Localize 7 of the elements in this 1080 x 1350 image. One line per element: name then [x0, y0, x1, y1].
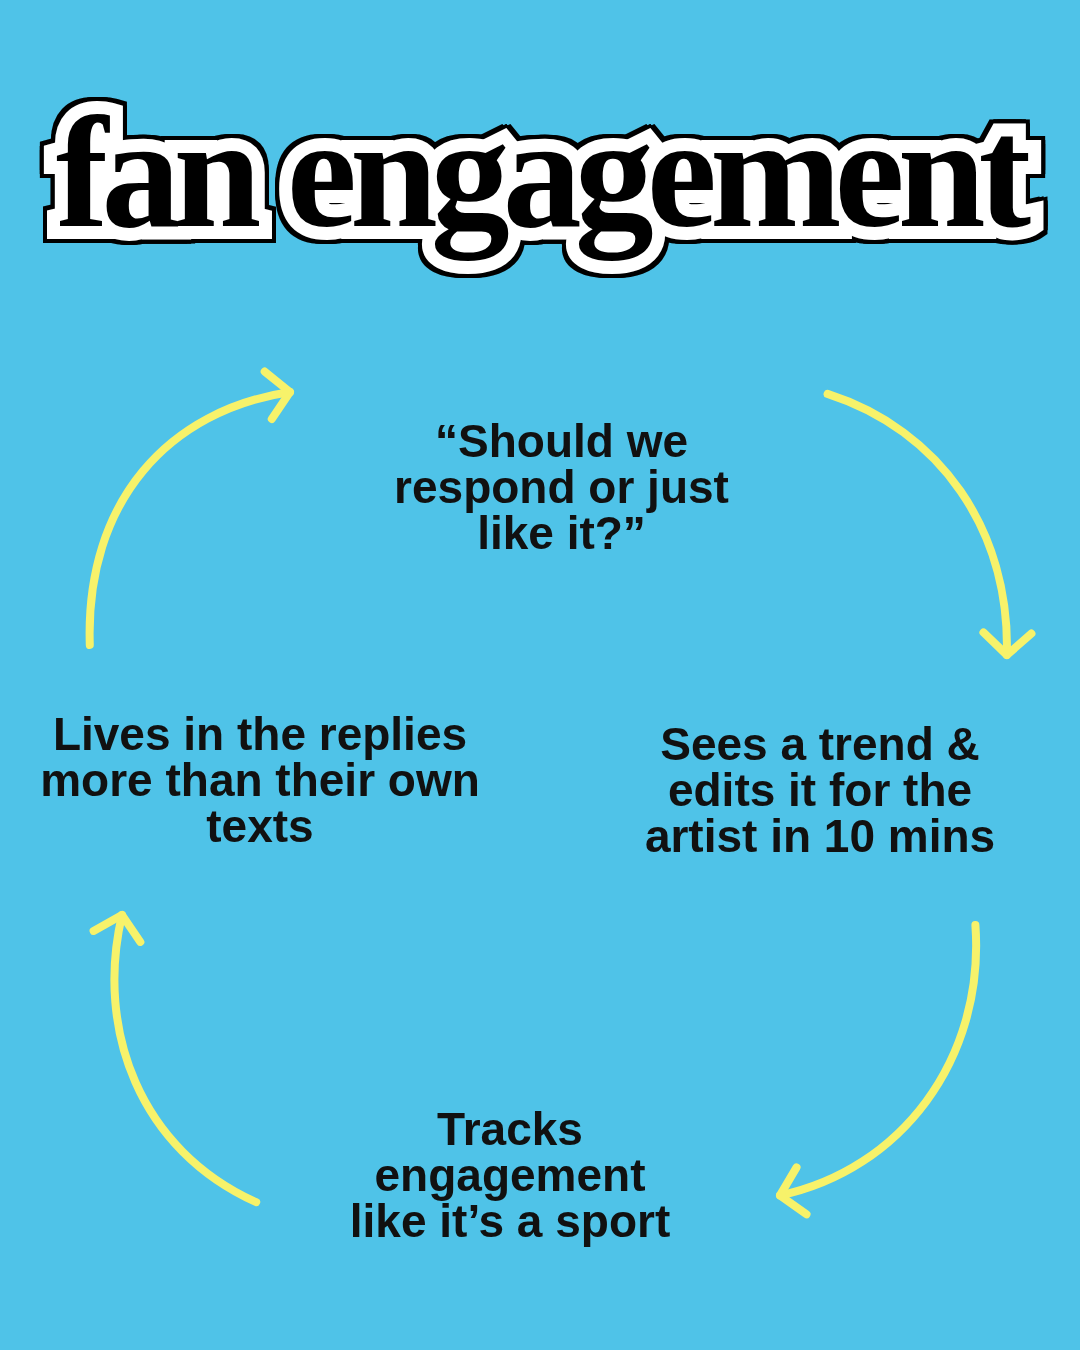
step-text: “Should we respond or just like it?”	[393, 418, 730, 556]
curved-arrow	[90, 911, 261, 1207]
step-text: Sees a trend & edits it for the artist in 10 mins	[643, 721, 997, 859]
curved-arrow	[85, 368, 294, 649]
curved-arrow	[776, 921, 980, 1217]
step-text: Lives in the replies more than their own texts	[39, 711, 481, 849]
curved-arrow	[823, 389, 1035, 659]
